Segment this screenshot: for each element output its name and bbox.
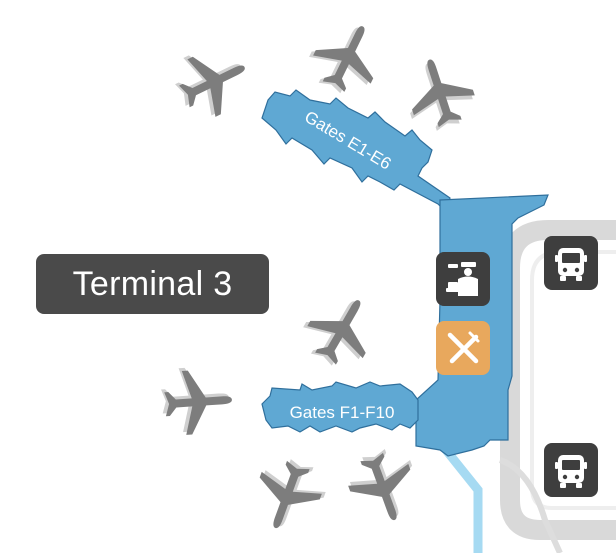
terminal-building [261,89,549,457]
airplane-icon [341,442,427,531]
airplane-icon [245,452,333,539]
airplane-icon [166,36,259,126]
gates-f-label: Gates F1-F10 [290,403,395,422]
airplane-icon [397,49,481,138]
taxiway [438,442,483,553]
concourse-north [261,89,451,214]
bus-stop-lower[interactable] [544,443,598,497]
airplane-icon [300,12,392,103]
fork-knife-icon [447,331,480,364]
security-officer-icon [446,262,478,296]
airplane-icon [293,284,387,376]
dining-marker[interactable] [436,321,490,375]
concourse-south [261,381,419,433]
security-marker[interactable] [436,252,490,306]
terminal-label: Terminal 3 [36,254,269,314]
terminal-label-text: Terminal 3 [72,264,233,303]
bus-stop-upper[interactable] [544,236,598,290]
airplane-icon [159,364,235,437]
